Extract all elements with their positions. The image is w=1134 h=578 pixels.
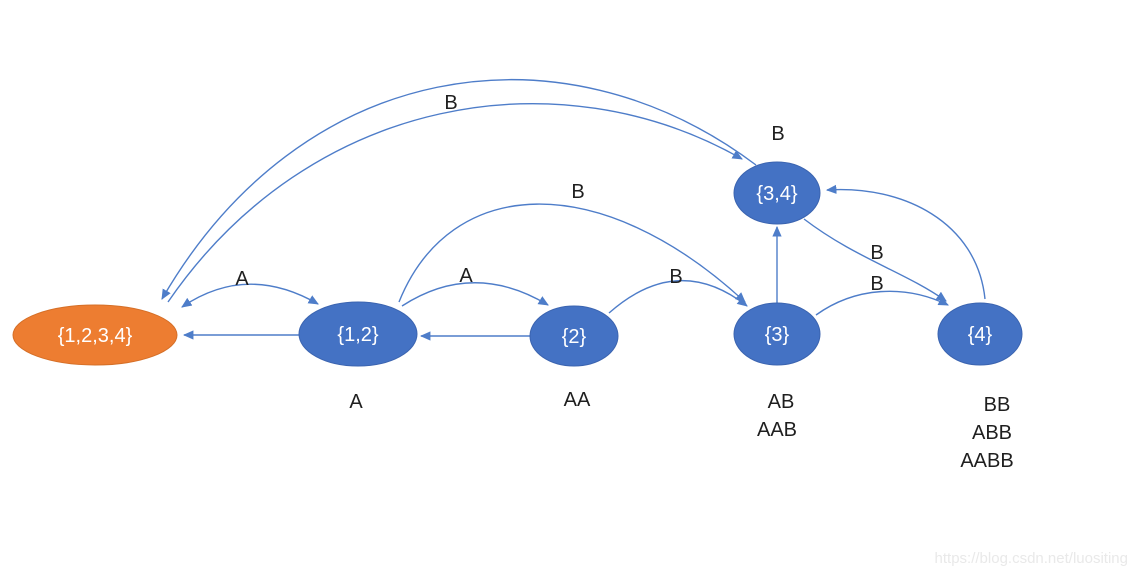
node-set-2: {2} (529, 305, 619, 367)
node-ellipse-12 (298, 301, 418, 367)
node-label-3: {3} (765, 324, 790, 346)
edge-label-a-12-2: A (459, 265, 473, 287)
node-ellipse-34 (733, 161, 821, 225)
node-label-12: {1,2} (337, 324, 378, 346)
node-ellipse-1234 (12, 304, 178, 366)
node-set-1234: {1,2,3,4} (12, 304, 178, 366)
annotation-aab: AAB (757, 419, 797, 441)
annotation-a: A (349, 391, 363, 413)
edge-1234-to-34-b (167, 103, 743, 303)
watermark-text: https://blog.csdn.net/luositing (935, 550, 1128, 567)
node-label-1234: {1,2,3,4} (58, 325, 133, 347)
edge-label-group: A A B B B B B B (235, 92, 883, 295)
edge-34-to-4-b (803, 218, 947, 302)
edge-1234-12-a-bidirectional (181, 283, 319, 308)
node-set-4: {4} (937, 302, 1023, 366)
edge-12-to-3-b (398, 203, 746, 303)
edge-label-b-12-3: B (571, 181, 584, 203)
annotation-abb: ABB (972, 422, 1012, 444)
edge-3-to-4-b (815, 290, 949, 316)
node-label-34: {3,4} (756, 183, 797, 205)
node-label-4: {4} (968, 324, 993, 346)
edge-2-to-3-b (608, 279, 748, 314)
node-set-3: {3} (733, 302, 821, 366)
node-set-34: {3,4} (733, 161, 821, 225)
edge-label-b-3-4: B (870, 273, 883, 295)
node-ellipse-3 (733, 302, 821, 366)
edge-12-to-2-a (401, 282, 549, 307)
annotation-aabb: AABB (960, 450, 1013, 472)
edge-34-to-1234 (161, 79, 757, 300)
annotation-group: A AA AB AAB BB ABB AABB (349, 389, 1013, 472)
annotation-bb: BB (984, 394, 1011, 416)
edge-label-b-above-34: B (771, 123, 784, 145)
edge-label-b-34-4: B (870, 242, 883, 264)
node-label-2: {2} (562, 326, 587, 348)
node-ellipse-2 (529, 305, 619, 367)
edge-label-b-long-curve: B (444, 92, 457, 114)
annotation-ab: AB (768, 391, 795, 413)
edge-label-b-2-3: B (669, 266, 682, 288)
annotation-aa: AA (564, 389, 591, 411)
edge-label-a-1234-12: A (235, 268, 249, 290)
edge-4-to-34 (825, 184, 986, 300)
node-set-12: {1,2} (298, 301, 418, 367)
node-ellipse-4 (937, 302, 1023, 366)
edge-group (161, 79, 986, 341)
